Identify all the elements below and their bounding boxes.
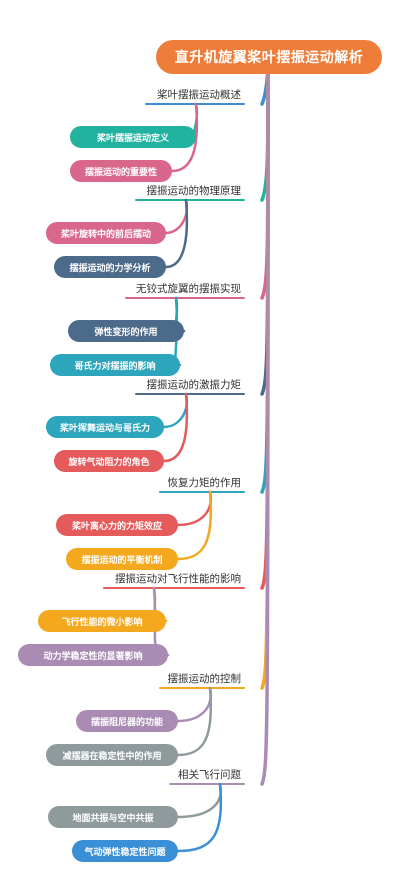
leaf-topic[interactable]: 动力学稳定性的显著影响: [18, 644, 168, 666]
leaf-topic[interactable]: 弹性变形的作用: [68, 320, 184, 342]
connector: [164, 198, 189, 269]
leaf-topic[interactable]: 摆振运动的平衡机制: [66, 548, 178, 570]
leaf-topic[interactable]: 摆振运动的力学分析: [54, 256, 166, 278]
branch-topic[interactable]: 摆振运动对飞行性能的影响: [115, 573, 241, 585]
branch-topic[interactable]: 恢复力矩的作用: [167, 477, 242, 489]
connector: [176, 490, 213, 561]
connector: [176, 782, 222, 853]
connector: [162, 392, 189, 463]
leaf-topic[interactable]: 哥氏力对摆振的影响: [50, 354, 180, 376]
connector: [164, 198, 189, 235]
root-topic[interactable]: 直升机旋翼桨叶摆振运动解析: [156, 40, 382, 74]
leaf-topic[interactable]: 桨叶挥舞运动与哥氏力: [46, 416, 164, 438]
branch-topic[interactable]: 摆振运动的激振力矩: [146, 379, 242, 391]
branch-topic[interactable]: 相关飞行问题: [178, 769, 241, 781]
leaf-topic[interactable]: 旋转气动阻力的角色: [54, 450, 164, 472]
leaf-topic[interactable]: 气动弹性稳定性问题: [72, 840, 178, 862]
connector: [176, 490, 213, 527]
connector: [162, 392, 189, 429]
branch-topic[interactable]: 摆振运动的控制: [167, 673, 242, 685]
leaf-topic[interactable]: 摆振阻尼器的功能: [76, 710, 178, 732]
leaf-topic[interactable]: 桨叶离心力的力矩效应: [56, 514, 178, 536]
branch-topic[interactable]: 摆振运动的物理原理: [146, 185, 242, 197]
connector: [176, 686, 213, 757]
leaf-topic[interactable]: 桨叶摆振运动定义: [70, 126, 196, 148]
branch-topic[interactable]: 桨叶摆振运动概述: [157, 89, 241, 101]
branch-topic[interactable]: 无铰式旋翼的摆振实现: [136, 283, 241, 295]
leaf-topic[interactable]: 地面共振与空中共振: [48, 806, 178, 828]
connector: [170, 102, 199, 173]
leaf-topic[interactable]: 摆振运动的重要性: [70, 160, 172, 182]
connector: [176, 782, 223, 819]
connector: [176, 686, 213, 723]
connector: [260, 68, 270, 786]
leaf-topic[interactable]: 减摆器在稳定性中的作用: [46, 744, 178, 766]
leaf-topic[interactable]: 桨叶旋转中的前后摆动: [46, 222, 166, 244]
leaf-topic[interactable]: 飞行性能的微小影响: [38, 610, 166, 632]
